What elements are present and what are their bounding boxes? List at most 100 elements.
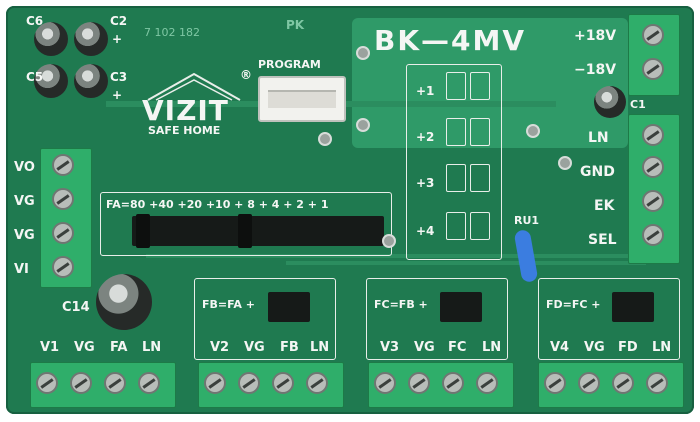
via-4 xyxy=(526,124,540,138)
label-vg-1: VG xyxy=(14,194,35,209)
screw-fb[interactable] xyxy=(272,372,294,394)
screw-fd[interactable] xyxy=(612,372,634,394)
screw-v4[interactable] xyxy=(544,372,566,394)
g4-label-4: LN xyxy=(652,340,672,355)
screw-ek[interactable] xyxy=(642,190,664,212)
brand-subtitle: SAFE HOME xyxy=(148,124,221,137)
label-plus-1: + xyxy=(112,32,123,46)
screw-ln-g2[interactable] xyxy=(306,372,328,394)
capacitor-c2 xyxy=(74,22,108,56)
fc-equation: FC=FB + xyxy=(374,298,428,311)
fc-jumper[interactable] xyxy=(440,292,482,322)
screw-ln-g4[interactable] xyxy=(646,372,668,394)
screw-vg-g2[interactable] xyxy=(238,372,260,394)
group-c-outline xyxy=(366,278,508,360)
screw-v1[interactable] xyxy=(36,372,58,394)
screw-gnd[interactable] xyxy=(642,156,664,178)
via-3 xyxy=(382,234,396,248)
pk-mark: PK xyxy=(286,18,305,32)
screw-18v-pos[interactable] xyxy=(642,24,664,46)
registered-mark: ® xyxy=(240,68,252,82)
screw-sel[interactable] xyxy=(642,224,664,246)
via-2 xyxy=(356,118,370,132)
mod-label-1: +1 xyxy=(416,84,435,98)
screw-18v-neg[interactable] xyxy=(642,58,664,80)
capacitor-c1 xyxy=(594,86,626,118)
brand-name: VIZIT xyxy=(142,94,229,127)
g4-label-1: V4 xyxy=(550,340,570,355)
via-1 xyxy=(356,46,370,60)
screw-vg-2[interactable] xyxy=(52,222,74,244)
capacitor-c6 xyxy=(34,22,68,56)
label-c1: C1 xyxy=(630,98,646,111)
fb-jumper[interactable] xyxy=(268,292,310,322)
label-program: PROGRAM xyxy=(258,58,321,71)
via-6 xyxy=(318,132,332,146)
mod-label-2: +2 xyxy=(416,130,435,144)
trace-3 xyxy=(286,261,646,265)
label-c6: C6 xyxy=(26,14,44,28)
capacitor-c14 xyxy=(96,274,152,330)
screw-v2[interactable] xyxy=(204,372,226,394)
label-plus-2: + xyxy=(112,88,123,102)
group-b-outline xyxy=(194,278,336,360)
screw-vo[interactable] xyxy=(52,154,74,176)
mod-label-4: +4 xyxy=(416,224,435,238)
fa-jumper-header xyxy=(132,216,384,246)
g2-label-4: LN xyxy=(310,340,330,355)
label-c3: C3 xyxy=(110,70,128,84)
label-18v-neg: −18V xyxy=(574,62,617,78)
screw-v3[interactable] xyxy=(374,372,396,394)
label-vg-2: VG xyxy=(14,228,35,243)
g4-label-3: FD xyxy=(618,340,638,355)
via-5 xyxy=(558,156,572,170)
g1-label-4: LN xyxy=(142,340,162,355)
part-number: 7 102 182 xyxy=(144,26,200,39)
screw-fc[interactable] xyxy=(442,372,464,394)
model-title: BK—4MV xyxy=(374,24,527,57)
label-vi: VI xyxy=(14,262,29,277)
fd-equation: FD=FC + xyxy=(546,298,601,311)
screw-vg-g3[interactable] xyxy=(408,372,430,394)
label-c2: C2 xyxy=(110,14,128,28)
mod-slot-2a xyxy=(446,118,466,146)
screw-vg-1[interactable] xyxy=(52,188,74,210)
program-connector xyxy=(258,76,346,122)
screw-vg-g4[interactable] xyxy=(578,372,600,394)
group-d-outline xyxy=(538,278,680,360)
g2-label-1: V2 xyxy=(210,340,230,355)
vizit-logo: VIZIT ® SAFE HOME xyxy=(136,68,252,138)
fd-jumper[interactable] xyxy=(612,292,654,322)
screw-ln-g3[interactable] xyxy=(476,372,498,394)
fa-row-label: FA=80 +40 +20 +10 + 8 + 4 + 2 + 1 xyxy=(106,198,329,211)
mod-slot-4a xyxy=(446,212,466,240)
screw-vi[interactable] xyxy=(52,256,74,278)
g3-label-3: FC xyxy=(448,340,467,355)
capacitor-c5 xyxy=(34,64,68,98)
mod-slot-4b xyxy=(470,212,490,240)
mod-slot-1a xyxy=(446,72,466,100)
screw-ln-g1[interactable] xyxy=(138,372,160,394)
fb-equation: FB=FA + xyxy=(202,298,255,311)
g1-label-3: FA xyxy=(110,340,128,355)
screw-fa[interactable] xyxy=(104,372,126,394)
screw-ln[interactable] xyxy=(642,124,664,146)
g2-label-2: VG xyxy=(244,340,265,355)
label-18v-pos: +18V xyxy=(574,28,617,44)
screw-vg-g1[interactable] xyxy=(70,372,92,394)
mod-label-3: +3 xyxy=(416,176,435,190)
mod-slot-3a xyxy=(446,164,466,192)
label-c5: C5 xyxy=(26,70,44,84)
g1-label-1: V1 xyxy=(40,340,60,355)
mod-slot-2b xyxy=(470,118,490,146)
g2-label-3: FB xyxy=(280,340,299,355)
label-c14: C14 xyxy=(62,300,90,315)
label-ek: EK xyxy=(594,198,615,214)
label-ru1: RU1 xyxy=(514,214,540,227)
module-outline xyxy=(406,64,502,260)
label-gnd: GND xyxy=(580,164,615,180)
pcb-board: C6 C2 + C5 C3 + 7 102 182 PK VIZIT ® SAF… xyxy=(6,6,694,414)
mod-slot-3b xyxy=(470,164,490,192)
fa-jumper-1[interactable] xyxy=(136,214,150,248)
fa-jumper-2[interactable] xyxy=(238,214,252,248)
